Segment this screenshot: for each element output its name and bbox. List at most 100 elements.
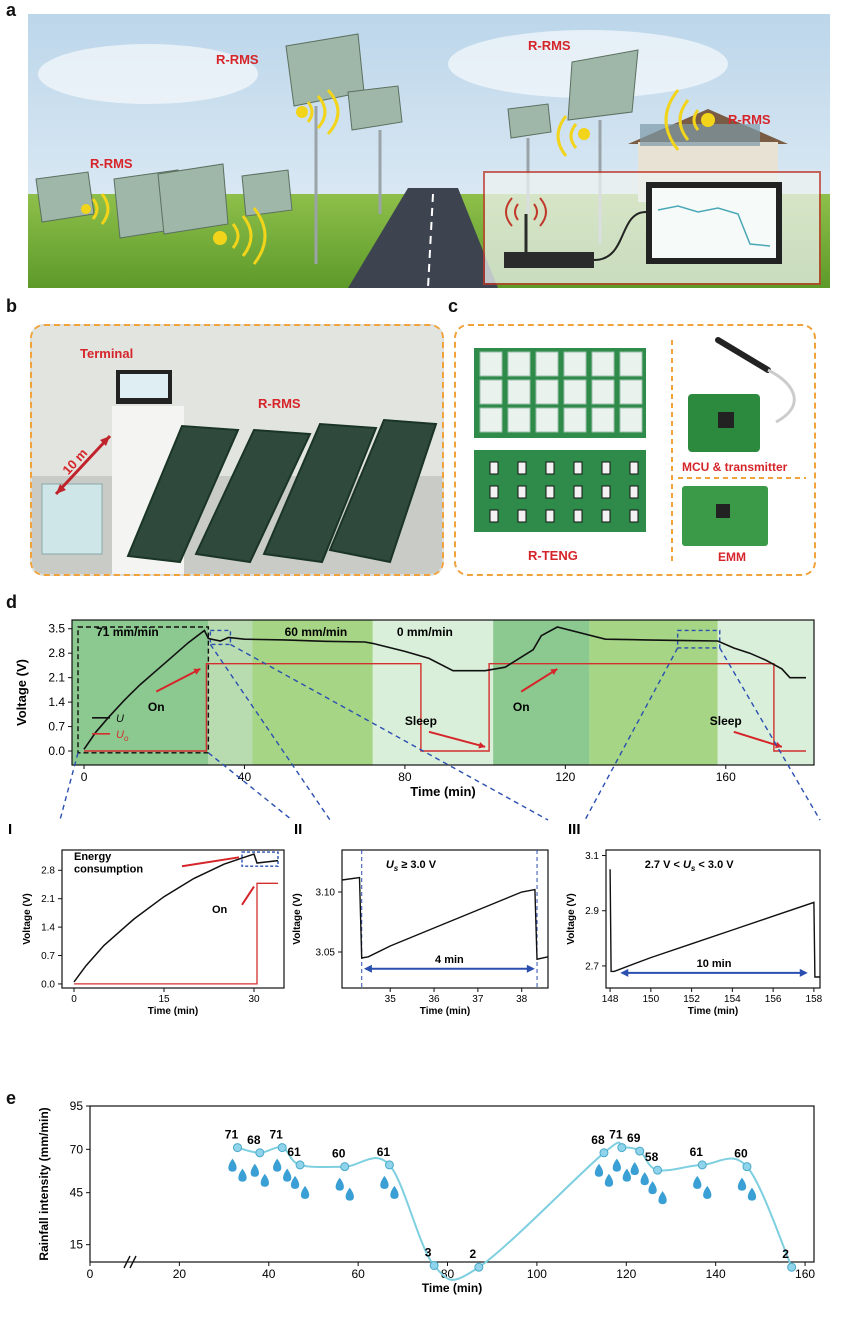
device-components-photo	[474, 337, 806, 562]
point-value-label: 71	[225, 1128, 239, 1142]
interval-arrow-right-head	[799, 968, 808, 977]
point-value-label: 68	[247, 1133, 261, 1147]
us-series-line	[83, 626, 806, 750]
panel-c-label: c	[448, 296, 459, 316]
emm-label: EMM	[718, 550, 746, 564]
condition-rest: ≥ 3.0 V	[398, 859, 436, 871]
panel-b-photo: Terminal 10 m R-RMS	[30, 324, 444, 576]
phase-band	[717, 620, 814, 765]
y-tick-label: 2.7	[585, 961, 599, 972]
panel-a-label: a	[6, 0, 17, 20]
energy-arrow	[181, 856, 240, 868]
inset-II-label: II	[294, 821, 302, 838]
sleep-arrow-1-head	[478, 742, 486, 749]
rainfall-curve	[237, 1141, 793, 1281]
point-value-label: 71	[609, 1128, 623, 1142]
plot-frame	[71, 619, 815, 766]
rain-monitoring-scene	[28, 14, 830, 288]
x-tick-label: 0	[71, 994, 77, 1005]
raindrop-icon	[238, 1168, 247, 1182]
phase-band	[589, 620, 718, 765]
on-arrow-2-head	[550, 668, 558, 676]
data-point	[653, 1165, 663, 1175]
data-point	[232, 1143, 242, 1153]
condition-sub: s	[394, 864, 399, 873]
plot-frame	[605, 849, 821, 989]
legend-uo-sub: o	[124, 734, 129, 743]
x-tick-label: 154	[724, 994, 741, 1005]
connector-II-right	[230, 643, 549, 821]
interval-label: 10 min	[697, 958, 732, 970]
y-tick-label: 2.8	[41, 866, 55, 877]
data-point	[384, 1160, 394, 1170]
x-tick-label: 120	[555, 770, 575, 784]
raindrop-icon	[283, 1168, 292, 1182]
x-tick-label: 60	[351, 1267, 365, 1281]
point-value-label: 68	[591, 1133, 605, 1147]
y-tick-label: 1.4	[48, 695, 65, 709]
data-point	[742, 1162, 752, 1172]
y-tick-label: 15	[70, 1238, 84, 1252]
phase-band	[208, 620, 253, 765]
interval-arrow-left-head	[363, 964, 372, 973]
y-tick-label: 0.0	[48, 744, 65, 758]
condition-rest: < 3.0 V	[695, 859, 734, 871]
raindrop-icon	[335, 1177, 344, 1191]
condition-label: 2.7 V < Us < 3.0 V	[645, 859, 735, 873]
point-value-label: 69	[627, 1131, 641, 1145]
point-value-label: 3	[425, 1245, 432, 1259]
x-tick-label: 30	[248, 994, 260, 1005]
inset-III-label: III	[568, 821, 581, 838]
energy-label-1: Energy	[74, 851, 112, 863]
y-tick-label: 1.4	[41, 922, 55, 933]
rms-label-2: R-RMS	[528, 38, 571, 53]
us-series-line	[341, 876, 549, 961]
raindrop-icon	[630, 1162, 639, 1176]
y-axis-label: Voltage (V)	[292, 893, 303, 944]
plot-frame	[61, 849, 285, 989]
point-value-label: 61	[287, 1145, 301, 1159]
teng-label: R-TENG	[528, 548, 578, 563]
x-tick-label: 156	[765, 994, 782, 1005]
x-tick-label: 100	[527, 1267, 547, 1281]
x-tick-label: 15	[158, 994, 170, 1005]
rate-label-71: 71 mm/min	[96, 625, 159, 639]
consumption-box	[241, 851, 279, 867]
on-label-2: On	[513, 700, 530, 714]
rate-label-0: 0 mm/min	[397, 625, 453, 639]
x-tick-label: 40	[262, 1267, 276, 1281]
zoom-box-I	[77, 626, 210, 754]
panel-a-illustration: R-RMS R-RMS R-RMS R-RMS	[28, 14, 830, 288]
raindrop-icon	[594, 1163, 604, 1177]
y-tick-label: 0.0	[41, 979, 55, 990]
raindrop-icon	[345, 1187, 354, 1201]
x-tick-label: 37	[472, 994, 484, 1005]
uo-series-line	[84, 663, 806, 752]
x-tick-label: 80	[398, 770, 412, 784]
sleep-label-2: Sleep	[710, 714, 742, 728]
point-value-label: 58	[645, 1150, 659, 1164]
raindrop-icon	[250, 1163, 259, 1177]
x-tick-label: 158	[806, 994, 823, 1005]
energy-label-2: consumption	[74, 863, 143, 875]
x-tick-label: 160	[795, 1267, 815, 1281]
x-axis-label: Time (min)	[148, 1006, 198, 1017]
raindrop-icon	[693, 1175, 702, 1189]
sleep-arrow-2	[733, 730, 783, 748]
x-tick-label: 148	[602, 994, 619, 1005]
x-axis-label: Time (min)	[688, 1006, 738, 1017]
y-tick-label: 3.1	[585, 851, 599, 862]
uo-series-line	[74, 882, 278, 985]
y-axis-label: Voltage (V)	[14, 659, 29, 726]
y-axis-label: Rainfall intensity (mm/min)	[37, 1107, 51, 1260]
raindrop-icon	[300, 1185, 310, 1199]
x-tick-label: 20	[173, 1267, 187, 1281]
interval-label: 4 min	[435, 954, 464, 966]
data-point	[697, 1160, 707, 1170]
y-tick-label: 2.9	[585, 906, 599, 917]
y-tick-label: 95	[70, 1099, 84, 1113]
point-value-label: 61	[690, 1145, 704, 1159]
plot-frame	[341, 849, 549, 989]
